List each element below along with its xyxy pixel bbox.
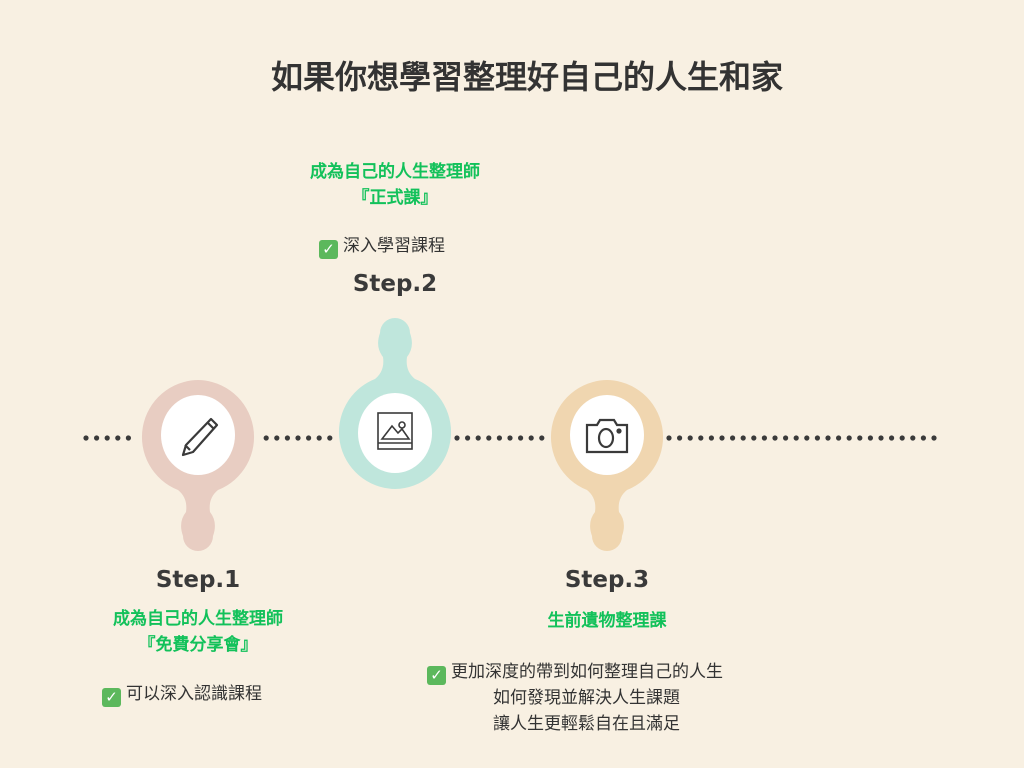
- timeline-dot: [846, 435, 852, 441]
- timeline-dot: [751, 435, 757, 441]
- timeline-dot: [920, 435, 927, 441]
- timeline-dot: [284, 435, 290, 441]
- step3-item-text: 更加深度的帶到如何整理自己的人生: [451, 662, 723, 682]
- timeline-dot: [825, 435, 831, 441]
- step1-course-title: 成為自己的人生整理師 『免費分享會』: [48, 606, 348, 658]
- timeline-dot: [867, 435, 874, 441]
- timeline-dot: [486, 435, 492, 441]
- timeline-dot: [857, 435, 863, 441]
- timeline-dot: [708, 435, 715, 441]
- page-title: 如果你想學習整理好自己的人生和家: [270, 58, 783, 96]
- timeline-dot: [475, 435, 481, 441]
- timeline-dot: [740, 435, 746, 441]
- check-icon: ✓: [102, 688, 121, 707]
- pin-step1: [141, 380, 255, 551]
- timeline-dot: [719, 435, 725, 441]
- step2-label: Step.2: [352, 271, 438, 297]
- step3-items: ✓ 更加深度的帶到如何整理自己的人生 如何發現並解決人生課題 讓人生更輕鬆自在且滿…: [427, 659, 723, 737]
- timeline-dot: [666, 435, 672, 441]
- check-icon: ✓: [427, 666, 446, 685]
- timeline-dot: [507, 435, 513, 441]
- step3-label: Step.3: [564, 567, 650, 593]
- timeline-dot: [836, 435, 842, 441]
- timeline-dot: [306, 435, 312, 441]
- step2-course-line1: 成為自己的人生整理師: [310, 162, 480, 182]
- timeline-dot: [115, 435, 121, 441]
- timeline-dot: [878, 435, 884, 441]
- timeline-dot: [804, 435, 810, 441]
- timeline-dot: [125, 435, 131, 441]
- timeline-dot: [899, 435, 905, 441]
- pin-step3: [550, 380, 664, 551]
- timeline-dot: [496, 435, 502, 441]
- step3-item-text: 如何發現並解決人生課題: [493, 688, 680, 708]
- step1-course-line1: 成為自己的人生整理師: [113, 609, 283, 629]
- timeline-dot: [910, 435, 916, 441]
- timeline-dot: [814, 435, 821, 441]
- timeline-dot: [783, 435, 789, 441]
- step1-item: ✓ 可以深入認識課程: [102, 681, 262, 707]
- timeline-dot: [931, 435, 937, 441]
- timeline-dot: [263, 435, 269, 441]
- step2-course-line2: 『正式課』: [352, 188, 438, 208]
- timeline-dot: [687, 435, 693, 441]
- timeline-dot: [539, 435, 545, 441]
- timeline-dot: [528, 435, 534, 441]
- timeline-dots: [83, 435, 937, 441]
- step2-item-text: 深入學習課程: [343, 236, 445, 256]
- pencil-icon: [181, 417, 219, 457]
- step1-label: Step.1: [155, 567, 241, 593]
- timeline-dot: [83, 435, 89, 441]
- timeline-dot: [94, 435, 100, 441]
- step3-course-title: 生前遺物整理課: [547, 611, 667, 631]
- step3-item: ✓ 更加深度的帶到如何整理自己的人生: [427, 659, 723, 685]
- timeline-dot: [295, 435, 301, 441]
- camera-icon: [585, 418, 629, 454]
- image-icon: [377, 412, 413, 450]
- step1-item-text: 可以深入認識課程: [126, 684, 262, 704]
- timeline-dot: [518, 435, 524, 441]
- timeline-dot: [761, 435, 768, 441]
- step3-item-text: 讓人生更輕鬆自在且滿足: [493, 714, 680, 734]
- step2-item: ✓ 深入學習課程: [319, 233, 445, 259]
- step2-course-title: 成為自己的人生整理師 『正式課』: [245, 159, 545, 211]
- check-icon: ✓: [319, 240, 338, 259]
- timeline-dot: [316, 435, 322, 441]
- step1-course-line2: 『免費分享會』: [138, 635, 258, 655]
- timeline-dot: [274, 435, 280, 441]
- timeline-dot: [677, 435, 683, 441]
- timeline-dot: [772, 435, 778, 441]
- timeline-dot: [104, 435, 110, 441]
- timeline-dot: [889, 435, 895, 441]
- pin-step2: [338, 318, 452, 489]
- timeline-dot: [730, 435, 736, 441]
- timeline-dot: [454, 435, 460, 441]
- timeline-dot: [327, 435, 333, 441]
- timeline-dot: [698, 435, 704, 441]
- timeline-dot: [465, 435, 471, 441]
- timeline-dot: [793, 435, 799, 441]
